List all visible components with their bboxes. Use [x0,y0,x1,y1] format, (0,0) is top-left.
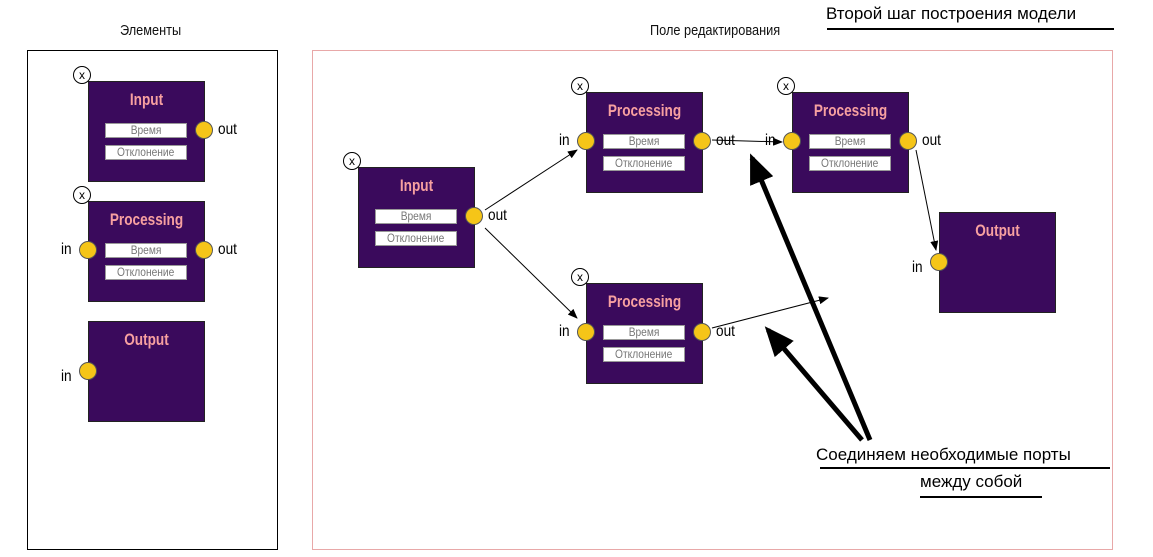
out-port[interactable] [465,207,483,225]
time-field[interactable]: Время [375,209,457,224]
note-underline-2 [920,496,1042,498]
time-field-label: Время [400,209,432,223]
close-icon[interactable]: x [571,77,589,95]
editor-canvas[interactable] [312,50,1113,550]
out-port-label: out [716,323,735,340]
deviation-field[interactable]: Отклонение [603,156,685,171]
node-title: Processing [109,210,184,229]
in-port[interactable] [79,241,97,259]
close-icon[interactable]: x [343,152,361,170]
time-field[interactable]: Время [105,123,187,138]
deviation-field-label: Отклонение [117,265,175,279]
out-port-label: out [218,121,237,138]
deviation-field[interactable]: Отклонение [603,347,685,362]
node-output[interactable]: Output [939,212,1056,313]
deviation-field-label: Отклонение [117,145,175,159]
in-port-label: in [765,132,776,149]
deviation-field-label: Отклонение [387,231,445,245]
time-field-label: Время [130,123,162,137]
in-port-label: in [912,259,923,276]
in-port[interactable] [577,132,595,150]
time-field-label: Время [130,243,162,257]
time-field[interactable]: Время [603,134,685,149]
in-port-label: in [559,132,570,149]
elements-panel [27,50,278,550]
deviation-field[interactable]: Отклонение [809,156,891,171]
in-port-label: in [61,241,72,258]
out-port-label: out [218,241,237,258]
node-title: Input [399,176,434,195]
in-port-label: in [559,323,570,340]
time-field[interactable]: Время [603,325,685,340]
time-field-label: Время [628,134,660,148]
deviation-field-label: Отклонение [615,347,673,361]
in-port[interactable] [783,132,801,150]
step-title: Второй шаг построения модели [826,4,1077,23]
time-field[interactable]: Время [809,134,891,149]
in-port[interactable] [79,362,97,380]
time-field-label: Время [628,325,660,339]
callout-arrow-2 [764,326,864,442]
close-icon[interactable]: x [777,77,795,95]
time-field-label: Время [834,134,866,148]
deviation-field[interactable]: Отклонение [375,231,457,246]
time-field[interactable]: Время [105,243,187,258]
deviation-field-label: Отклонение [615,156,673,170]
out-port[interactable] [693,132,711,150]
close-icon[interactable]: x [571,268,589,286]
close-icon[interactable]: x [73,186,91,204]
connection-processing-1-processing-2[interactable] [711,137,783,146]
callout-arrow-1 [749,153,873,441]
connection-input-processing-3[interactable] [484,227,578,319]
node-title: Processing [607,101,682,120]
note-line-1: Соединяем необходимые порты [816,445,1071,464]
editor-header: Поле редактирования [650,22,781,39]
out-port[interactable] [195,241,213,259]
out-port-label: out [488,207,507,224]
node-title: Processing [607,292,682,311]
out-port-label: out [922,132,941,149]
deviation-field[interactable]: Отклонение [105,145,187,160]
note-line-2: между собой [920,472,1023,491]
close-icon[interactable]: x [73,66,91,84]
note-underline-1 [820,467,1110,469]
in-port[interactable] [930,253,948,271]
node-pal-output[interactable]: Output [88,321,205,422]
deviation-field-label: Отклонение [821,156,879,170]
connection-processing-2-output[interactable] [915,149,939,251]
connection-processing-3-dangling[interactable] [711,296,829,329]
node-title: Output [975,221,1020,240]
elements-header: Элементы [120,22,182,39]
node-title: Processing [813,101,888,120]
in-port[interactable] [577,323,595,341]
node-title: Input [129,90,164,109]
out-port[interactable] [693,323,711,341]
connection-input-processing-1[interactable] [484,149,578,211]
step-title-underline [827,28,1114,30]
deviation-field[interactable]: Отклонение [105,265,187,280]
node-title: Output [124,330,169,349]
in-port-label: in [61,368,72,385]
out-port[interactable] [195,121,213,139]
out-port[interactable] [899,132,917,150]
